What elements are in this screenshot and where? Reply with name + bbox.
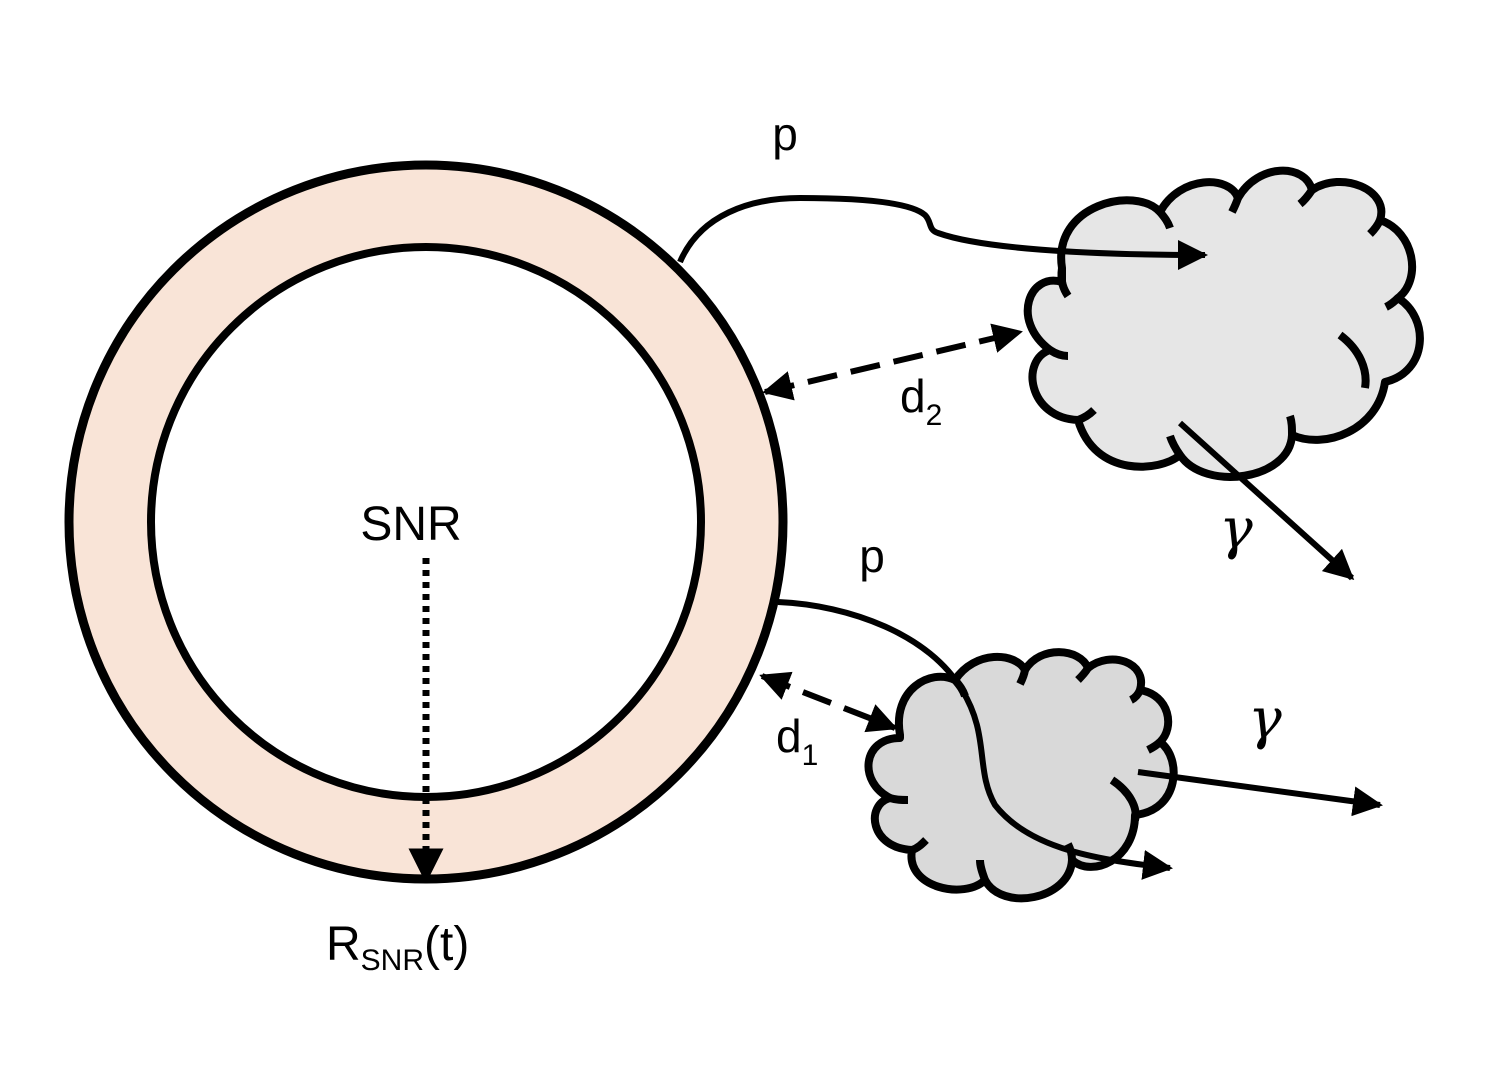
upper-cloud-bump [1367, 218, 1384, 237]
lower-cloud-bump [888, 794, 909, 804]
distance-label-lower-sub: 1 [802, 739, 819, 772]
snr-inner-boundary [147, 243, 705, 801]
gamma-arrow-lower [1137, 769, 1383, 817]
gamma-label-upper: γ [1219, 497, 1253, 562]
upper-cloud-bump [1047, 346, 1069, 360]
distance-label-lower-main: d [776, 710, 802, 762]
distance-label-upper-sub: 2 [926, 399, 943, 432]
lower-cloud-bump [1109, 776, 1140, 821]
proton-label-upper: p [772, 108, 798, 160]
upper-cloud-icon [1023, 166, 1424, 481]
lower-cloud-icon [864, 648, 1178, 903]
upper-cloud-bump [1297, 187, 1316, 208]
upper-cloud-bump [1156, 209, 1174, 230]
upper-cloud-bump [1166, 434, 1184, 458]
lower-cloud-bump [910, 837, 929, 854]
lower-cloud-outline [864, 648, 1178, 903]
lower-cloud-bump [976, 859, 989, 882]
lower-cloud-bump [1075, 665, 1092, 683]
radius-label-main: R [326, 918, 361, 971]
distance-label-upper: d2 [900, 370, 942, 432]
proton-trajectory-lower [777, 599, 1173, 880]
distance-label-upper-main: d [900, 370, 926, 422]
upper-cloud-bump [1384, 295, 1401, 311]
radius-label-sub: SNR [361, 944, 424, 977]
lower-cloud-bump [1129, 688, 1144, 704]
lower-cloud-bump [1016, 669, 1029, 686]
radius-label: RSNR(t) [326, 918, 469, 977]
proton-trajectory-upper [677, 194, 1208, 270]
upper-cloud-bump [1057, 267, 1072, 299]
upper-cloud-bump [1076, 407, 1097, 424]
lower-cloud-bump [1146, 739, 1163, 754]
radius-label-suffix: (t) [424, 918, 469, 971]
gamma-label-lower: γ [1248, 687, 1282, 752]
upper-cloud-bump [1286, 414, 1296, 436]
upper-cloud-bump [1337, 331, 1370, 389]
gamma-arrow-upper [1177, 420, 1355, 581]
snr-label: SNR [360, 498, 461, 551]
upper-cloud-bump [1228, 196, 1242, 214]
distance-arrow-upper [762, 323, 1023, 401]
distance-arrow-lower [759, 671, 898, 733]
upper-cloud-outline [1023, 166, 1424, 481]
proton-label-lower: p [859, 530, 885, 582]
distance-label-lower: d1 [776, 710, 818, 772]
